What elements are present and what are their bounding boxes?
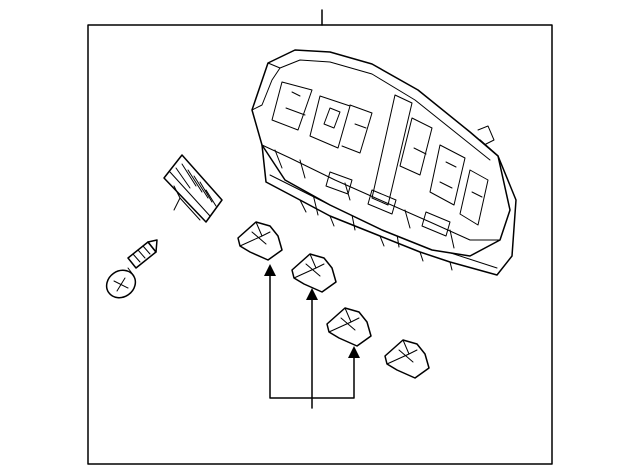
fuse-clip bbox=[384, 339, 430, 379]
diagram-frame bbox=[87, 9, 553, 465]
fuse-box-assembly bbox=[251, 49, 517, 276]
fuse-clip bbox=[291, 253, 337, 293]
callout-arrows bbox=[264, 264, 360, 409]
fuse-clip bbox=[237, 221, 283, 261]
screw bbox=[105, 239, 158, 299]
fuse-box-cover bbox=[163, 154, 223, 223]
fuse-clip bbox=[326, 307, 372, 347]
